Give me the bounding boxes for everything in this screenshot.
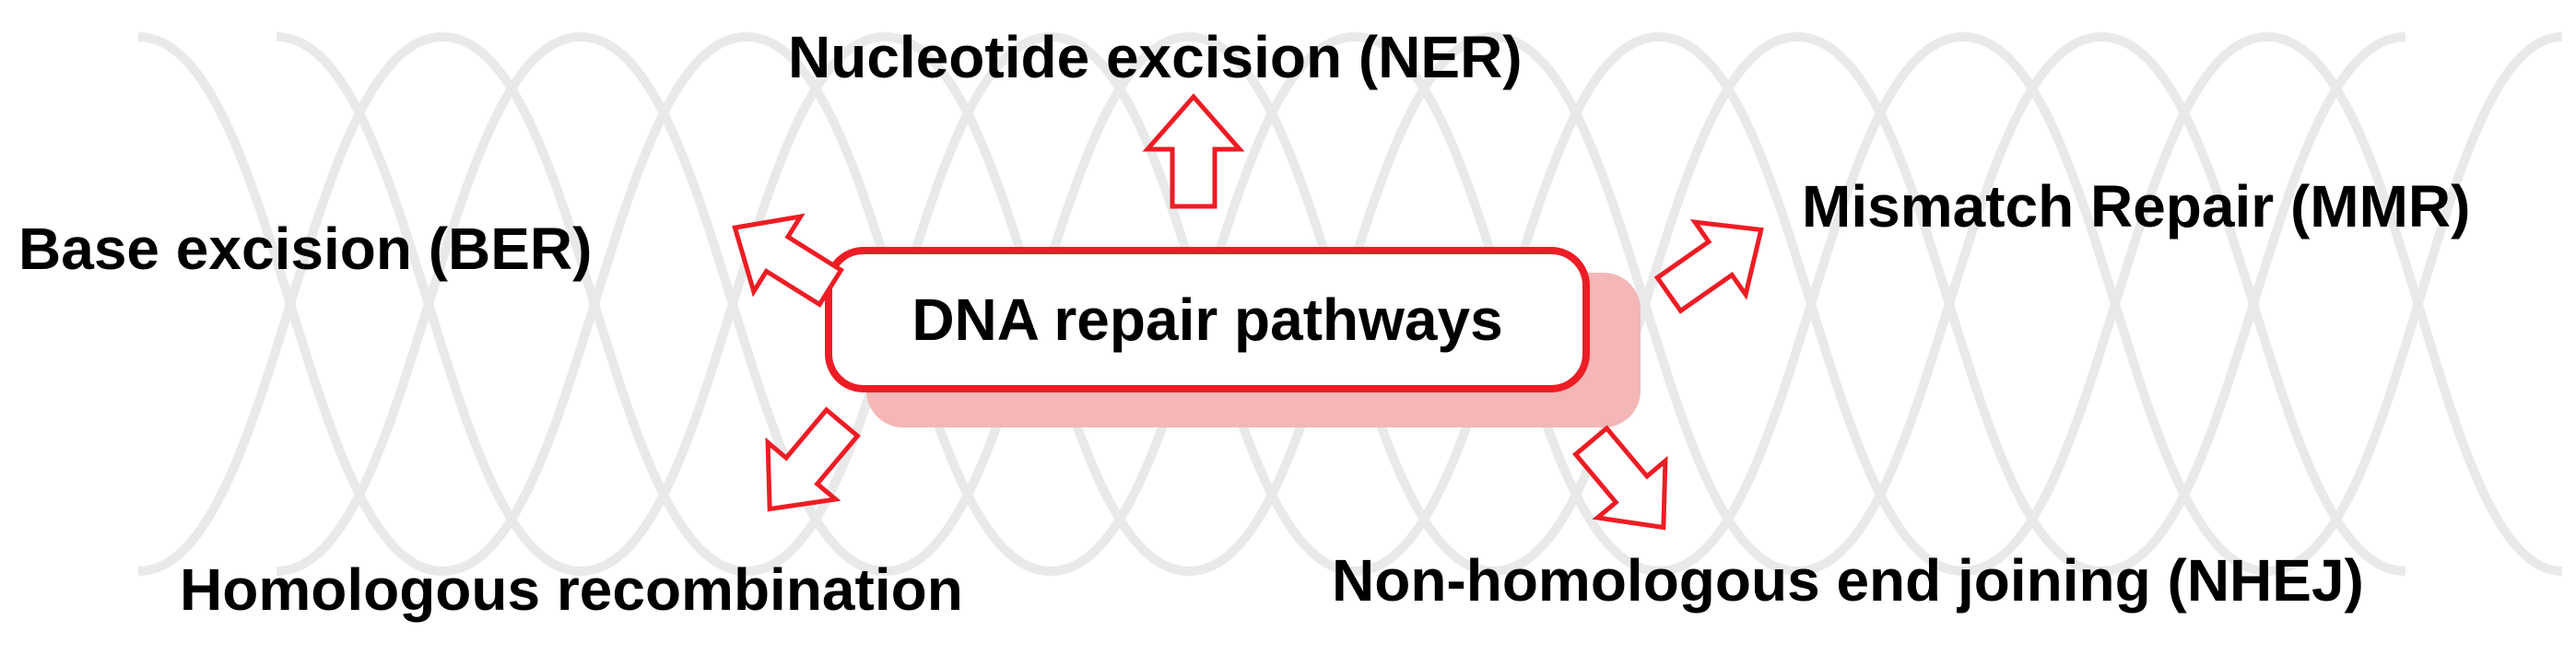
pathway-label-ner: Nucleotide excision (NER) [788, 24, 1523, 90]
pathway-label-hr: Homologous recombination [180, 556, 963, 623]
arrow-to-ber-icon [732, 213, 844, 308]
arrow-to-nhej-icon [1572, 425, 1668, 531]
arrow-to-hr-icon [765, 406, 861, 512]
arrow-to-mmr-icon [1653, 218, 1764, 314]
pathway-label-ber: Base excision (BER) [18, 216, 593, 282]
pathway-label-nhej: Non-homologous end joining (NHEJ) [1332, 547, 2364, 614]
center-node: DNA repair pathways [825, 247, 1590, 392]
pathway-label-mmr: Mismatch Repair (MMR) [1802, 173, 2471, 240]
arrow-to-ner-icon [1142, 93, 1245, 209]
center-node-label: DNA repair pathways [912, 287, 1503, 353]
